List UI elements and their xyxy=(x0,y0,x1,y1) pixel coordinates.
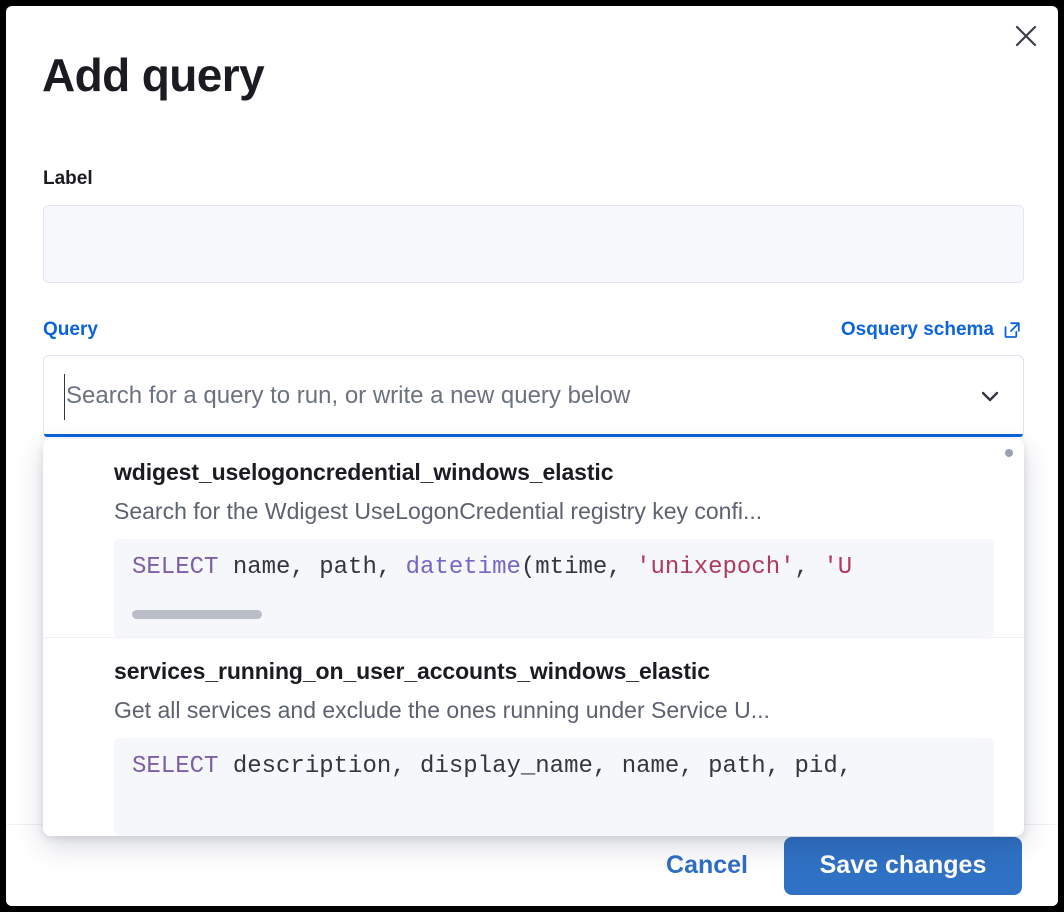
query-suggestions-dropdown: wdigest_uselogoncredential_windows_elast… xyxy=(43,439,1024,836)
add-query-modal: Add query Label Query Osquery schema Can… xyxy=(6,6,1058,906)
close-icon[interactable] xyxy=(1006,16,1046,56)
osquery-schema-link[interactable]: Osquery schema xyxy=(841,319,1022,341)
suggestion-title: services_running_on_user_accounts_window… xyxy=(114,658,710,684)
sql-token: SELECT xyxy=(132,753,219,780)
sql-token: description, display_name, name, path, p… xyxy=(218,753,853,780)
chevron-down-icon[interactable] xyxy=(975,381,1005,411)
sql-token: name, path, xyxy=(218,554,406,581)
chevron-down-icon-glyph xyxy=(981,391,999,402)
text-caret xyxy=(64,374,65,420)
query-search-input[interactable] xyxy=(64,382,975,410)
suggestion-description: Search for the Wdigest UseLogonCredentia… xyxy=(114,498,763,524)
code-horizontal-scrollbar[interactable] xyxy=(132,610,262,619)
label-field-label: Label xyxy=(43,168,93,189)
dropdown-scrollbar[interactable] xyxy=(1005,449,1013,457)
sql-code-line: SELECT name, path, datetime(mtime, 'unix… xyxy=(132,553,994,583)
sql-token: 'U xyxy=(823,554,853,581)
sql-token: (mtime, xyxy=(520,554,637,581)
sql-token: , xyxy=(794,554,824,581)
osquery-schema-link-label: Osquery schema xyxy=(840,319,994,340)
page-title: Add query xyxy=(42,49,265,101)
list-item[interactable]: wdigest_uselogoncredential_windows_elast… xyxy=(43,439,1024,637)
sql-code-line: SELECT description, display_name, name, … xyxy=(132,752,994,782)
list-item[interactable]: services_running_on_user_accounts_window… xyxy=(43,637,1024,836)
query-field-label[interactable]: Query xyxy=(43,319,98,340)
label-input[interactable] xyxy=(43,205,1024,283)
sql-code-block: SELECT name, path, datetime(mtime, 'unix… xyxy=(114,539,994,637)
suggestion-description: Get all services and exclude the ones ru… xyxy=(114,697,770,723)
cancel-button[interactable]: Cancel xyxy=(652,843,762,888)
sql-token: SELECT xyxy=(132,554,219,581)
close-icon-glyph xyxy=(1015,25,1037,47)
sql-code-block: SELECT description, display_name, name, … xyxy=(114,738,994,836)
suggestion-list: wdigest_uselogoncredential_windows_elast… xyxy=(43,439,1024,836)
sql-token: 'unixepoch' xyxy=(636,554,795,581)
query-combobox[interactable] xyxy=(43,355,1024,437)
suggestion-title: wdigest_uselogoncredential_windows_elast… xyxy=(114,459,614,485)
save-changes-button[interactable]: Save changes xyxy=(784,836,1022,895)
external-link-icon xyxy=(1004,322,1020,338)
modal-footer: Cancel Save changes xyxy=(6,824,1058,906)
sql-token: datetime xyxy=(405,554,521,581)
